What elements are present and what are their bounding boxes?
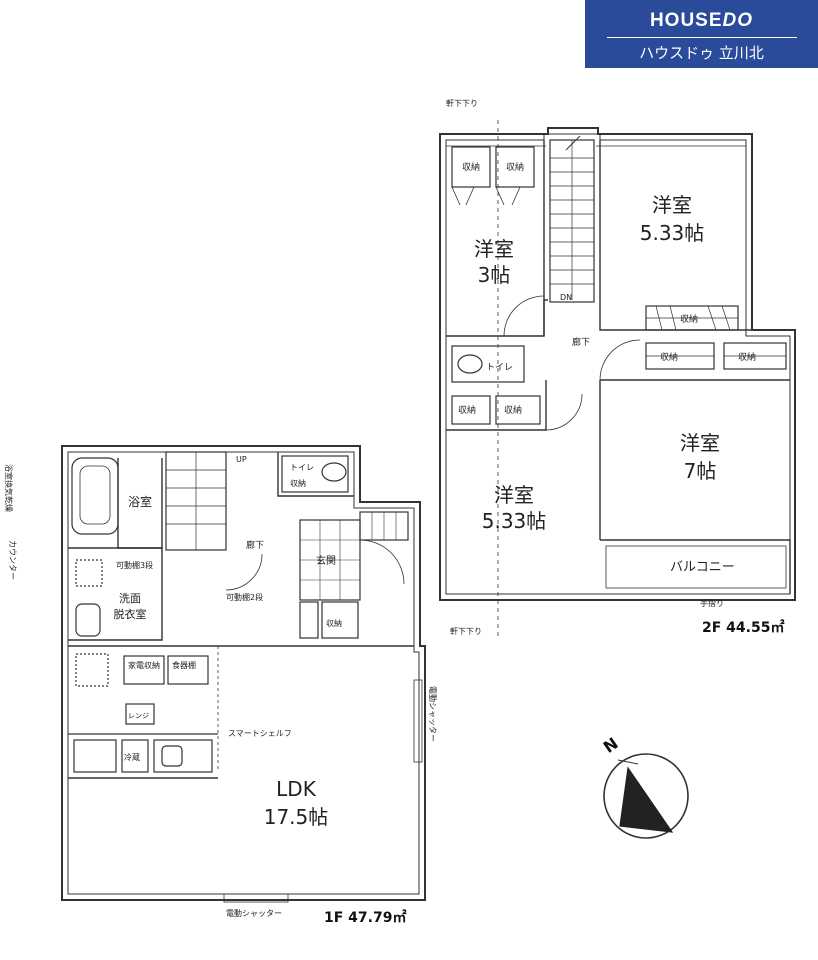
eave-label: 軒下下り bbox=[450, 627, 482, 636]
toilet-label: トイレ bbox=[290, 463, 314, 472]
storage-label: 収納 bbox=[680, 313, 698, 325]
ldk-name: LDK bbox=[276, 777, 317, 801]
room-w5a-name: 洋室 bbox=[652, 193, 692, 217]
washroom-label-2: 脱衣室 bbox=[114, 607, 147, 621]
storage-label: 収納 bbox=[738, 351, 756, 363]
brand-banner: HOUSEDO ハウスドゥ 立川北 bbox=[585, 0, 818, 68]
hall-label: 廊下 bbox=[572, 336, 590, 348]
ldk-size: 17.5帖 bbox=[264, 805, 329, 829]
counter-label: カウンター bbox=[8, 540, 17, 580]
brand-store-name: ハウスドゥ 立川北 bbox=[639, 44, 764, 62]
hall-label: 廊下 bbox=[246, 539, 264, 551]
smart-shelf-label: スマートシェルフ bbox=[228, 729, 292, 738]
movable-shelf-2-label: 可動棚2段 bbox=[226, 592, 263, 602]
room-w5a-size: 5.33帖 bbox=[640, 221, 705, 245]
storage-label: 収納 bbox=[506, 161, 524, 173]
toilet-label: トイレ bbox=[486, 363, 513, 373]
cupboard-1-label: 家電収納 bbox=[128, 660, 160, 670]
floor-2-plan: 収納 収納 DN 収納 廊下 トイレ bbox=[439, 99, 796, 640]
room-w5b-size: 5.33帖 bbox=[482, 509, 547, 533]
handrail-label: 手摺り bbox=[700, 598, 724, 608]
room-w7-name: 洋室 bbox=[680, 431, 720, 455]
compass: N bbox=[600, 734, 689, 839]
eave-label: 軒下下り bbox=[446, 99, 478, 108]
shutter-label-bottom: 電動シャッター bbox=[226, 909, 282, 918]
range-label: レンジ bbox=[128, 712, 149, 720]
balcony-label: バルコニー bbox=[670, 560, 735, 575]
room-w3-name: 洋室 bbox=[474, 237, 514, 261]
storage-label: 収納 bbox=[504, 404, 522, 416]
storage-label: 収納 bbox=[660, 351, 678, 363]
dn-label: DN bbox=[560, 293, 572, 302]
floor-2-area: 2F 44.55㎡ bbox=[702, 619, 784, 636]
storage-label: 収納 bbox=[462, 161, 480, 173]
up-label: UP bbox=[236, 455, 247, 464]
fridge-label: 冷蔵 bbox=[124, 752, 140, 762]
storage-label: 収納 bbox=[326, 618, 342, 628]
shutter-label: 電動シャッター bbox=[428, 686, 437, 742]
dryer-label: 浴室換気乾燥 bbox=[4, 464, 14, 512]
cupboard-2-label: 食器棚 bbox=[172, 660, 196, 670]
entrance-label: 玄関 bbox=[316, 554, 336, 567]
bath-label: 浴室 bbox=[128, 494, 152, 509]
room-w3-size: 3帖 bbox=[478, 263, 511, 287]
storage-label: 収納 bbox=[458, 404, 476, 416]
room-w7-size: 7帖 bbox=[684, 459, 717, 483]
room-w5b-name: 洋室 bbox=[494, 483, 534, 507]
brand-logo: HOUSEDO bbox=[649, 10, 754, 31]
compass-north-label: N bbox=[600, 734, 622, 757]
floor-1-area: 1F 47.79㎡ bbox=[324, 909, 406, 926]
storage-label: 収納 bbox=[290, 478, 306, 488]
movable-shelf-label: 可動棚3段 bbox=[116, 560, 153, 570]
washroom-label-1: 洗面 bbox=[119, 592, 141, 605]
floor-1-plan: 浴室 洗面 脱衣室 可動棚3段 UP トイレ 収納 廊下 可動棚2段 bbox=[4, 445, 437, 926]
